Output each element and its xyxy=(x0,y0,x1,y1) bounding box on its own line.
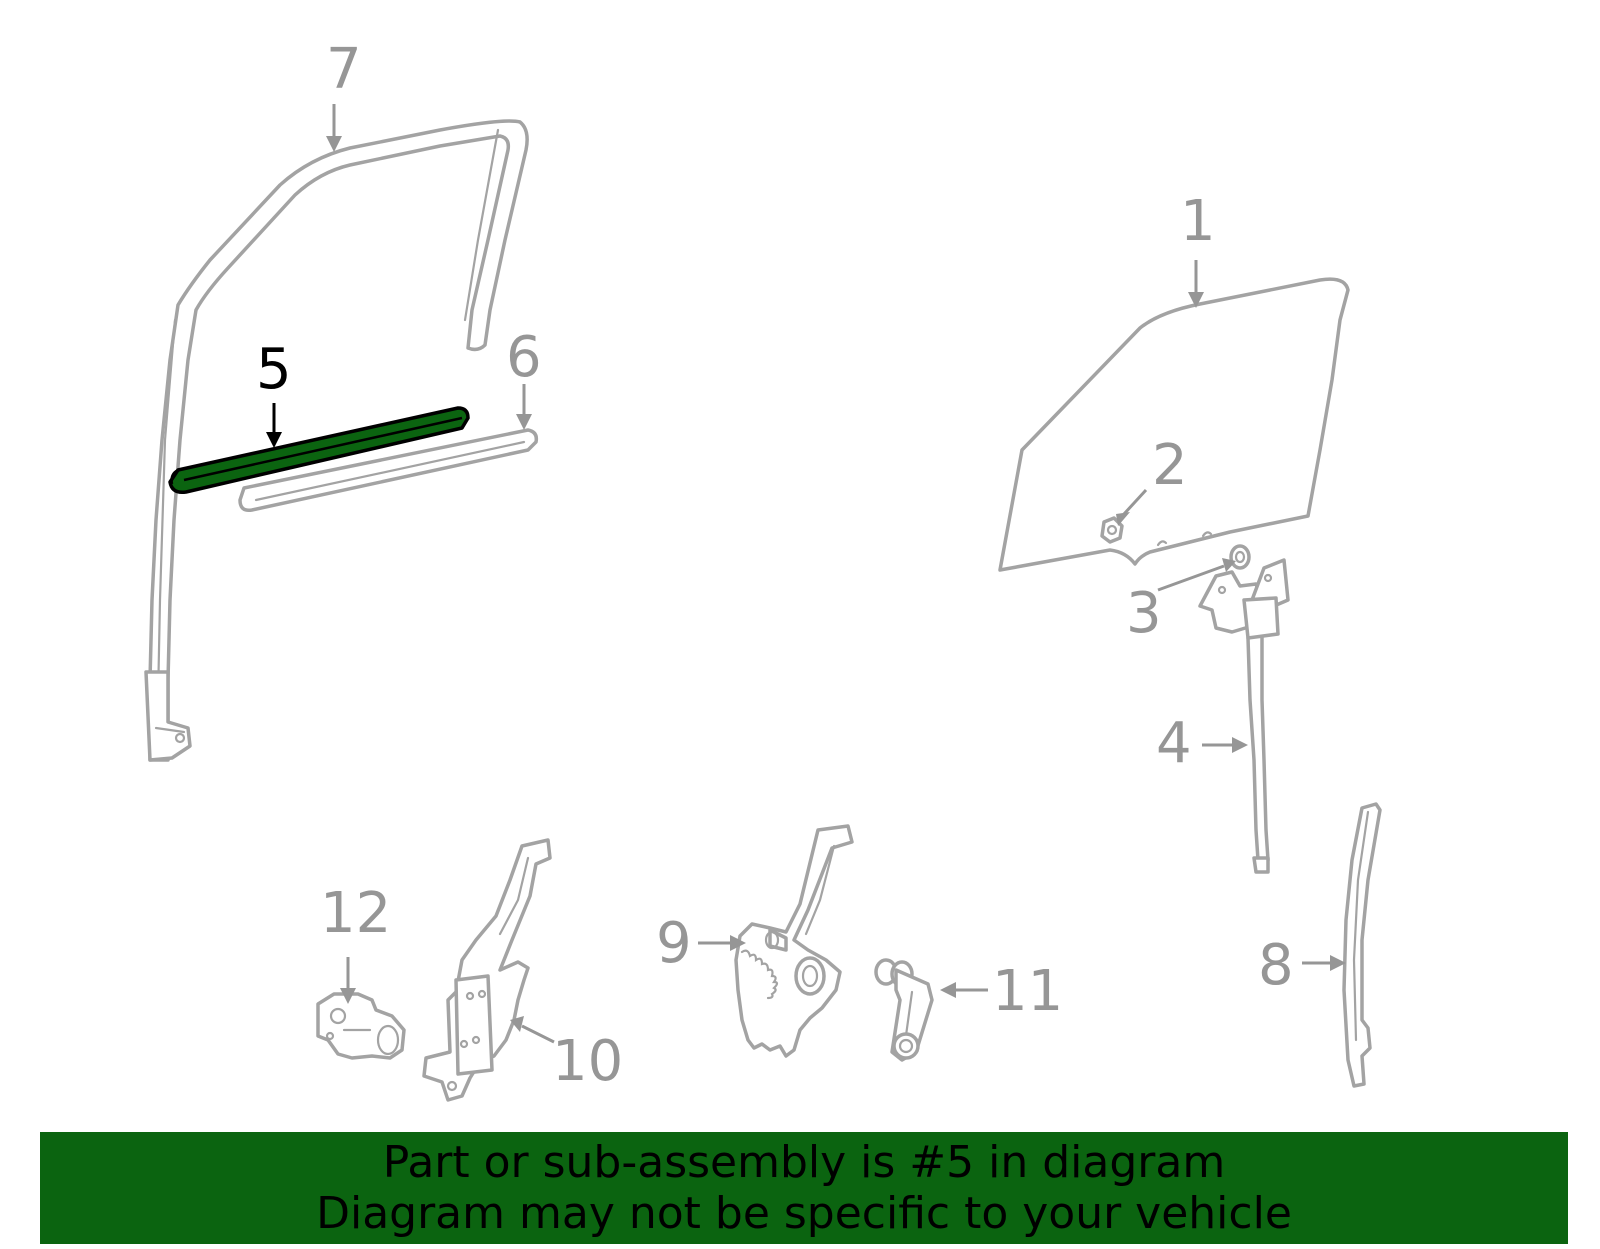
part-8-rear-run-channel xyxy=(1342,802,1382,1088)
info-banner: Part or sub-assembly is #5 in diagram Di… xyxy=(40,1132,1568,1244)
part-11-regulator-motor xyxy=(874,958,934,1062)
callout-4: 4 xyxy=(1156,711,1192,776)
part-12-motor xyxy=(316,992,406,1060)
callout-arrows xyxy=(266,104,1346,1044)
part-10-power-regulator xyxy=(422,838,552,1102)
part-5-belt-weatherstrip xyxy=(168,406,470,495)
callout-8: 8 xyxy=(1258,933,1294,998)
callout-9: 9 xyxy=(656,911,692,976)
banner-line-2: Diagram may not be specific to your vehi… xyxy=(316,1188,1292,1239)
part-4-run-channel xyxy=(1198,558,1290,874)
part-2-nut xyxy=(1100,516,1124,544)
callout-3: 3 xyxy=(1126,581,1162,646)
callout-2: 2 xyxy=(1152,433,1188,498)
callout-7: 7 xyxy=(326,37,362,102)
arrow-2 xyxy=(1122,488,1148,516)
callout-1: 1 xyxy=(1180,189,1216,254)
part-9-window-regulator xyxy=(734,824,854,1058)
arrow-10 xyxy=(521,1024,555,1044)
callout-12: 12 xyxy=(320,881,391,946)
part-1-door-glass xyxy=(998,277,1350,572)
callout-6: 6 xyxy=(506,325,542,390)
callout-labels: 7 5 6 1 2 3 4 8 9 10 11 12 xyxy=(256,37,1294,1094)
callout-10: 10 xyxy=(552,1029,623,1094)
callout-5: 5 xyxy=(256,337,292,402)
callout-11: 11 xyxy=(992,959,1063,1024)
banner-line-1: Part or sub-assembly is #5 in diagram xyxy=(382,1137,1226,1188)
part-7-door-frame xyxy=(144,119,529,762)
part-6-outer-belt-molding xyxy=(238,428,539,513)
arrow-3 xyxy=(1157,564,1225,592)
part-3-washer xyxy=(1229,544,1251,570)
